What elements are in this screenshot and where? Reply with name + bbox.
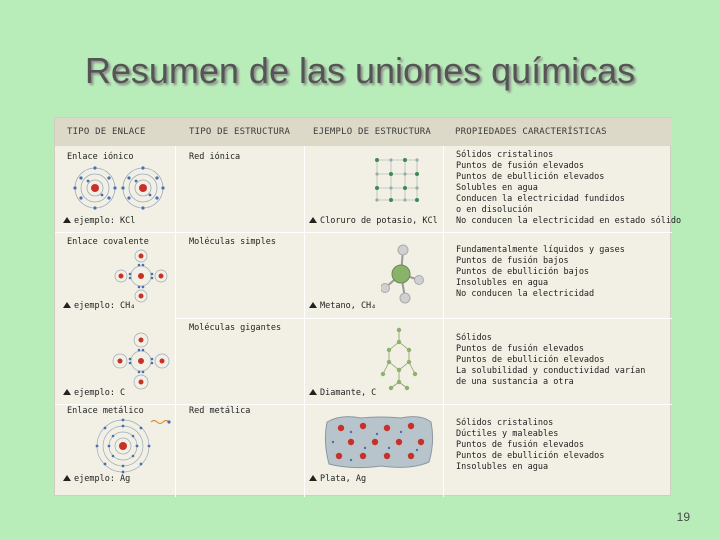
bond-type-ionic: Enlace iónico: [67, 152, 134, 162]
property-item: Puntos de fusión elevados: [456, 440, 584, 450]
row-divider: [55, 404, 672, 405]
triangle-icon: [309, 217, 317, 223]
triangle-icon: [63, 217, 71, 223]
property-item: Sólidos cristalinos: [456, 150, 554, 160]
bond-example-carbon: ejemplo: C: [63, 388, 125, 398]
column-divider: [443, 146, 444, 497]
column-divider: [304, 146, 305, 497]
structure-type-metallic-lattice: Red metálica: [189, 406, 251, 416]
structure-example-methane: Metano, CH₄: [309, 301, 376, 311]
triangle-icon: [63, 389, 71, 395]
slide-number: 19: [676, 510, 690, 524]
property-item: de una sustancia a otra: [456, 377, 574, 387]
property-item: Sólidos cristalinos: [456, 418, 554, 428]
property-item: o en disolución: [456, 205, 533, 215]
property-item: No conducen la electricidad: [456, 289, 595, 299]
property-item: Solubles en agua: [456, 183, 538, 193]
header-structure-example: EJEMPLO DE ESTRUCTURA: [313, 127, 431, 137]
properties-simple-molecules: Fundamentalmente líquidos y gases Puntos…: [456, 245, 625, 300]
triangle-icon: [309, 475, 317, 481]
table-header: TIPO DE ENLACE TIPO DE ESTRUCTURA EJEMPL…: [55, 118, 672, 146]
bonds-summary-table: TIPO DE ENLACE TIPO DE ESTRUCTURA EJEMPL…: [54, 117, 681, 497]
methane-molecule-diagram: [381, 244, 424, 304]
covalent-bond-diagram: [114, 249, 168, 303]
property-item: Puntos de fusión elevados: [456, 161, 584, 171]
properties-ionic: Sólidos cristalinos Puntos de fusión ele…: [456, 150, 681, 227]
structure-example-silver: Plata, Ag: [309, 474, 366, 484]
bond-example-covalent: ejemplo: CH₄: [63, 301, 135, 311]
diamond-structure-diagram: [380, 327, 418, 391]
row-divider: [175, 318, 672, 319]
structure-example-ionic: Cloruro de potasio, KCl: [309, 216, 438, 226]
metallic-bond-diagram: [95, 418, 171, 474]
carbon-covalent-diagram: [112, 332, 170, 390]
structure-example-diamond: Diamante, C: [309, 388, 376, 398]
properties-metallic: Sólidos cristalinos Dúctiles y maleables…: [456, 418, 604, 473]
properties-giant-molecules: Sólidos Puntos de fusión elevados Puntos…: [456, 333, 645, 388]
metallic-lattice-diagram: [324, 416, 434, 469]
property-item: Insolubles en agua: [456, 278, 549, 288]
structure-type-giant-molecules: Moléculas gigantes: [189, 323, 282, 333]
property-item: Puntos de ebullición elevados: [456, 355, 605, 365]
ionic-bond-diagram: [73, 166, 165, 210]
property-item: La solubilidad y conductividad varían: [456, 366, 646, 376]
slide-title: Resumen de las uniones químicas: [84, 50, 636, 91]
bond-type-covalent: Enlace covalente: [67, 237, 149, 247]
property-item: Fundamentalmente líquidos y gases: [456, 245, 625, 255]
triangle-icon: [63, 475, 71, 481]
structure-type-ionic-lattice: Red iónica: [189, 152, 241, 162]
triangle-icon: [309, 389, 317, 395]
property-item: Puntos de ebullición elevados: [456, 451, 605, 461]
ionic-lattice-diagram: [375, 158, 419, 202]
property-item: Sólidos: [456, 333, 492, 343]
property-item: Dúctiles y maleables: [456, 429, 559, 439]
property-item: No conducen la electricidad en estado só…: [456, 216, 682, 226]
header-structure-type: TIPO DE ESTRUCTURA: [189, 127, 291, 137]
bond-example-ionic: ejemplo: KCl: [63, 216, 135, 226]
property-item: Conducen la electricidad fundidos: [456, 194, 625, 204]
row-divider: [55, 232, 672, 233]
header-bond-type: TIPO DE ENLACE: [67, 127, 146, 137]
triangle-icon: [63, 302, 71, 308]
column-divider: [175, 146, 176, 497]
property-item: Insolubles en agua: [456, 462, 549, 472]
property-item: Puntos de ebullición elevados: [456, 172, 605, 182]
property-item: Puntos de fusión elevados: [456, 344, 584, 354]
property-item: Puntos de ebullición bajos: [456, 267, 590, 277]
header-properties: PROPIEDADES CARACTERÍSTICAS: [455, 127, 607, 137]
bond-type-metallic: Enlace metálico: [67, 406, 144, 416]
bond-example-silver: ejemplo: Ag: [63, 474, 130, 484]
triangle-icon: [309, 302, 317, 308]
structure-type-simple-molecules: Moléculas simples: [189, 237, 276, 247]
property-item: Puntos de fusión bajos: [456, 256, 569, 266]
